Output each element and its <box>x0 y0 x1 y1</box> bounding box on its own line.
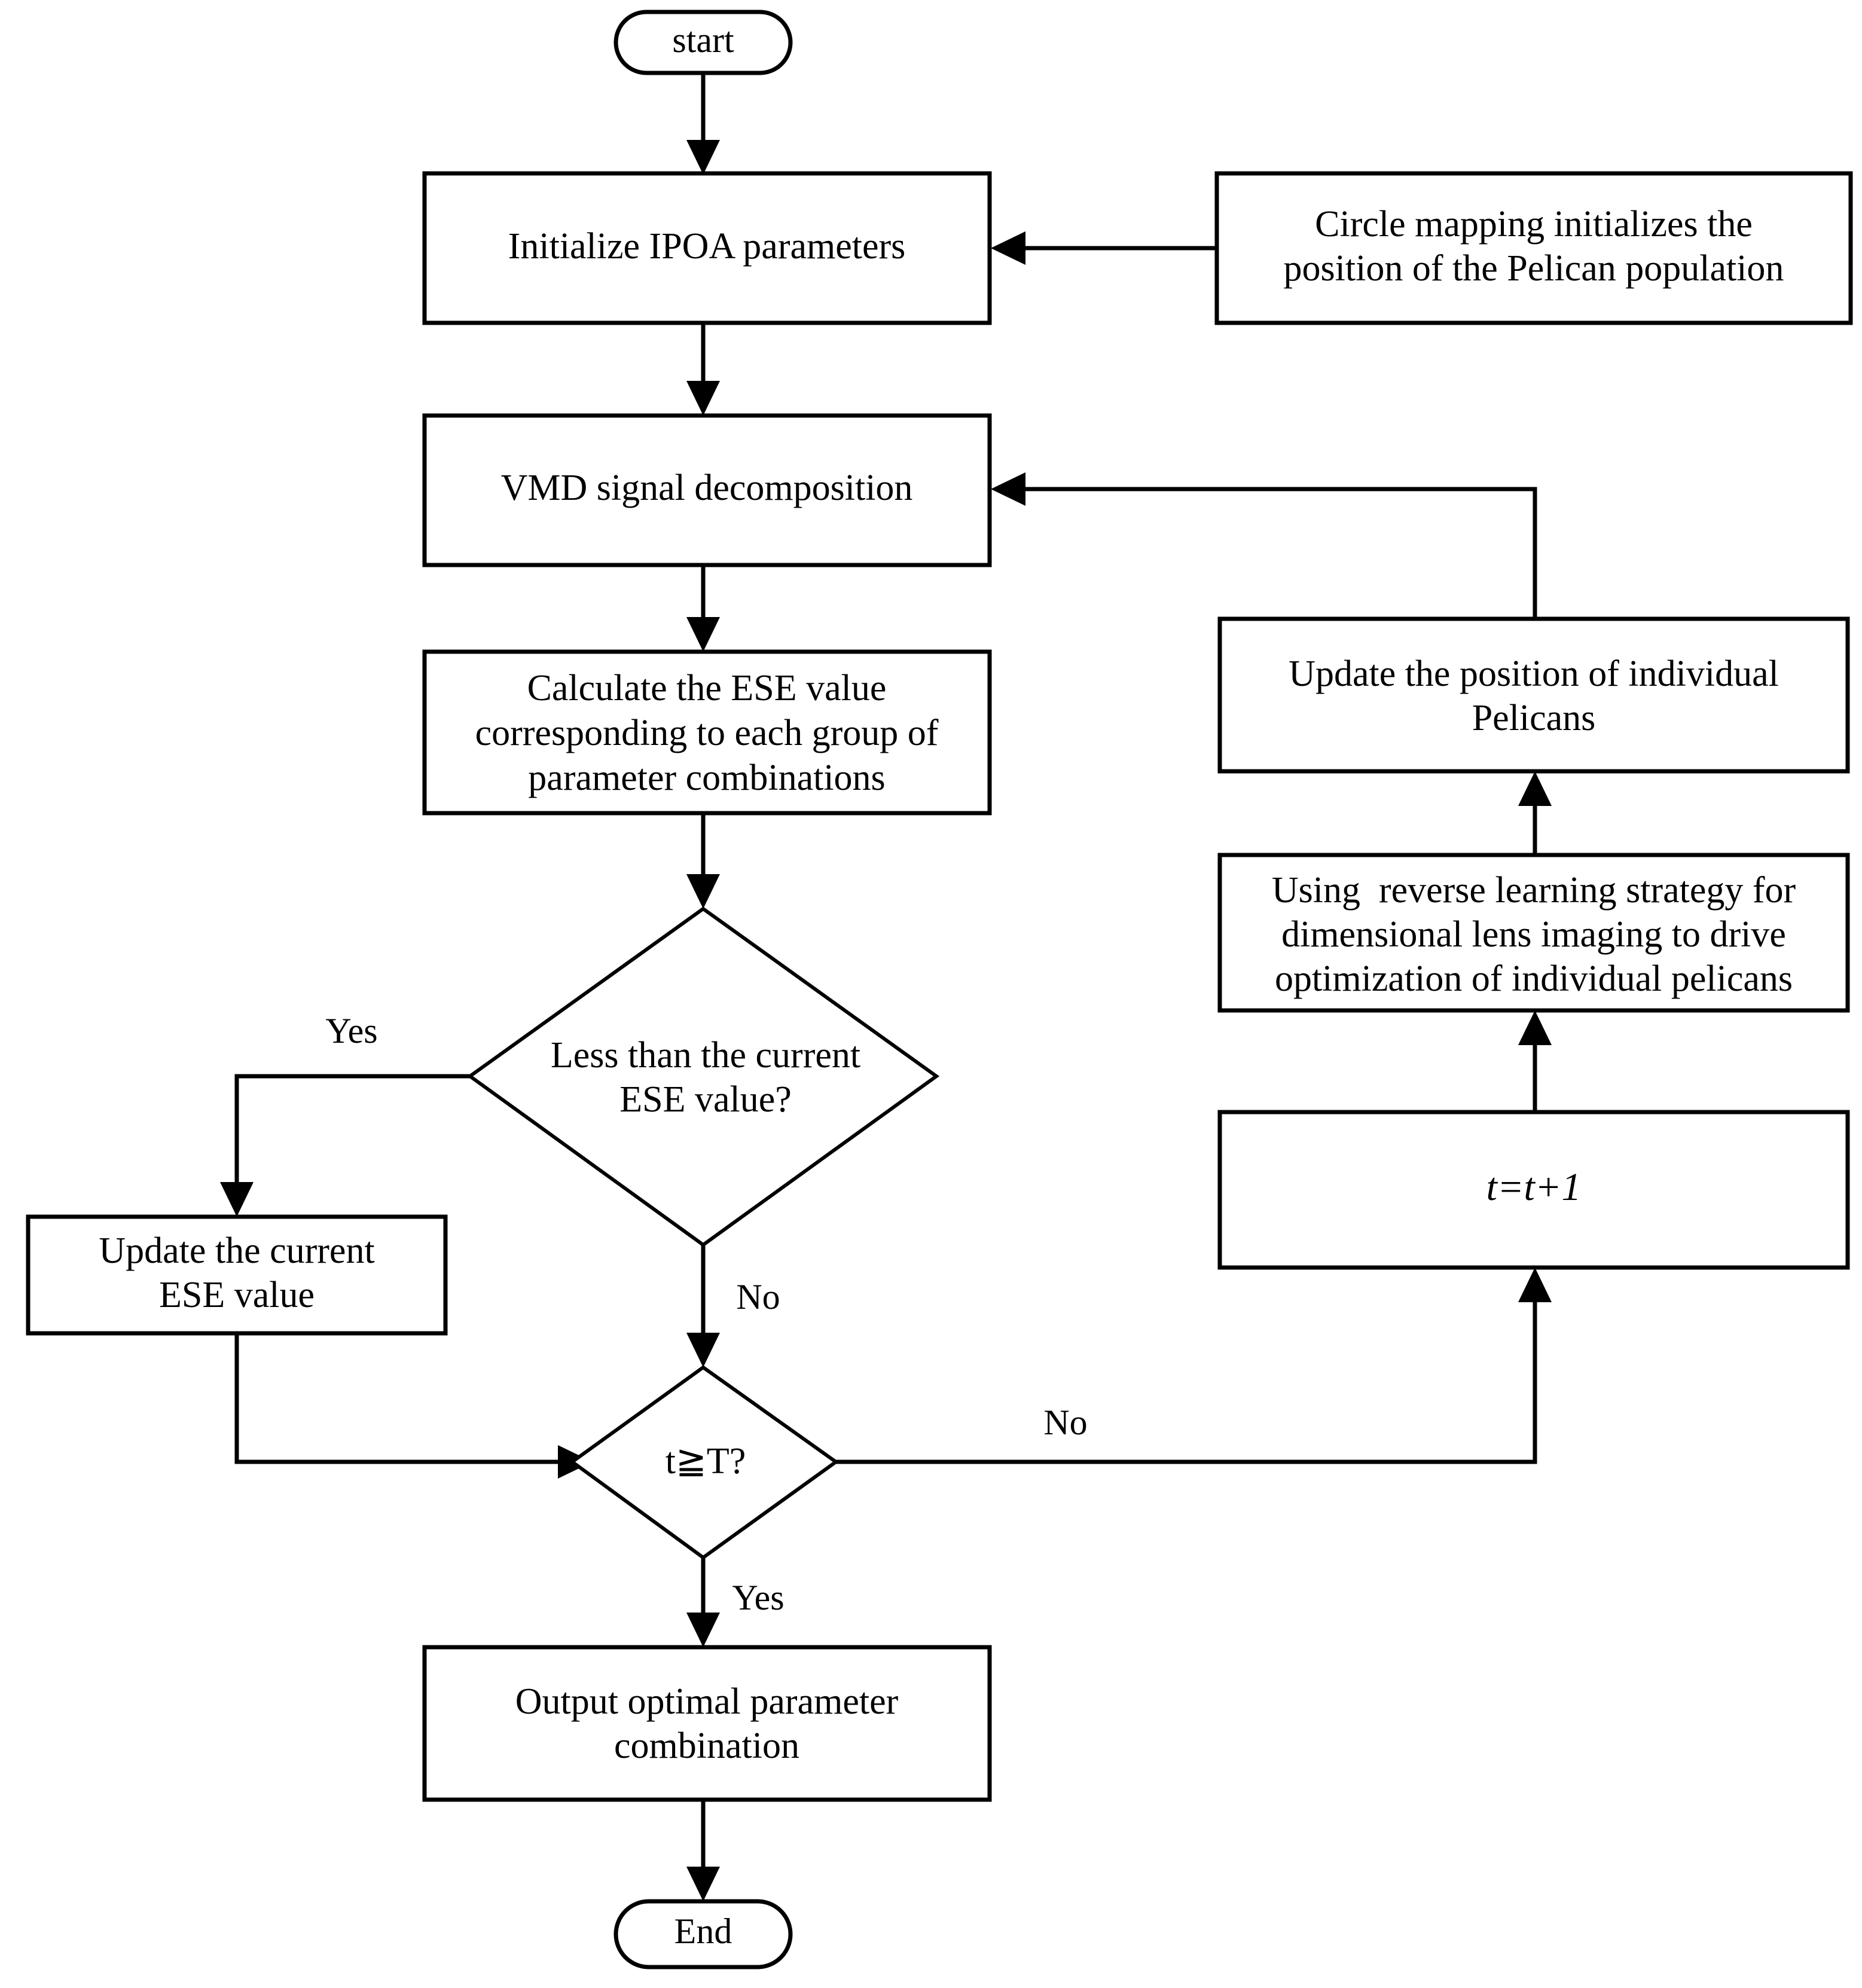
init-ipoa-label: Initialize IPOA parameters <box>508 226 906 267</box>
reverse-learning-shape <box>1217 853 1850 1013</box>
node-update-pelicans[interactable]: Update the position of individual Pelica… <box>1217 616 1850 774</box>
update-ese-line2: ESE value <box>159 1275 315 1315</box>
edge-decisiont-yes-to-output <box>686 1558 720 1647</box>
node-increment-t[interactable]: t=t+1 <box>1217 1110 1850 1270</box>
output-optimal-line1: Output optimal parameter <box>515 1681 899 1722</box>
edge-updatepelicans-to-vmd <box>991 472 1537 619</box>
calculate-ese-line3: parameter combinations <box>528 758 885 798</box>
edge-start-to-init <box>686 73 720 175</box>
update-pelicans-shape <box>1217 616 1850 774</box>
edge-label-t-no: No <box>1043 1403 1087 1442</box>
end-shape <box>613 1899 793 1969</box>
decision-t-shape <box>569 1365 840 1560</box>
node-calculate-ese[interactable]: Calculate the ESE value corresponding to… <box>422 649 992 816</box>
reverse-learning-line2: dimensional lens imaging to drive <box>1281 914 1786 955</box>
node-circle-mapping[interactable]: Circle mapping initializes the position … <box>1214 171 1853 325</box>
node-vmd[interactable]: VMD signal decomposition <box>422 413 992 567</box>
calculate-ese-line1: Calculate the ESE value <box>527 668 887 709</box>
calculate-ese-line2: corresponding to each group of <box>475 713 939 753</box>
vmd-shape <box>422 413 992 567</box>
init-ipoa-shape <box>422 171 992 325</box>
edge-calcese-to-decisionese <box>686 813 720 909</box>
circle-mapping-shape <box>1214 171 1853 325</box>
reverse-learning-line3: optimization of individual pelicans <box>1275 958 1793 999</box>
circle-mapping-line2: position of the Pelican population <box>1284 248 1784 289</box>
end-label: End <box>674 1911 732 1951</box>
decision-ese-line1: Less than the current <box>551 1035 860 1076</box>
decision-ese-shape <box>466 906 940 1247</box>
output-optimal-line2: combination <box>614 1726 799 1766</box>
edge-reverselearning-to-updatepelicans <box>1518 771 1552 855</box>
circle-mapping-line1: Circle mapping initializes the <box>1315 204 1753 245</box>
node-end[interactable]: End <box>613 1899 793 1969</box>
vmd-label: VMD signal decomposition <box>501 468 913 508</box>
edge-decisiont-no-to-increment <box>836 1268 1552 1464</box>
edge-init-to-vmd <box>686 323 720 416</box>
node-update-ese[interactable]: Update the current ESE value <box>26 1214 448 1336</box>
update-ese-shape <box>26 1214 448 1336</box>
decision-ese-line2: ESE value? <box>619 1079 792 1120</box>
edge-decisionese-yes-to-updateese <box>220 1074 470 1217</box>
update-ese-line1: Update the current <box>99 1230 374 1271</box>
increment-t-label: t=t+1 <box>1486 1165 1582 1209</box>
node-decision-ese[interactable]: Less than the current ESE value? <box>466 906 940 1247</box>
node-start[interactable]: start <box>613 10 793 75</box>
start-shape <box>613 10 793 75</box>
calculate-ese-shape <box>422 649 992 816</box>
edge-updateese-to-decisiont <box>234 1333 593 1479</box>
edge-output-to-end <box>686 1800 720 1901</box>
edge-label-t-yes: Yes <box>732 1578 784 1617</box>
node-output-optimal[interactable]: Output optimal parameter combination <box>422 1645 992 1802</box>
edge-increment-to-reverselearning <box>1518 1010 1552 1112</box>
node-init-ipoa[interactable]: Initialize IPOA parameters <box>422 171 992 325</box>
edge-label-ese-no: No <box>736 1277 780 1317</box>
edge-vmd-to-calcese <box>686 565 720 652</box>
output-optimal-shape <box>422 1645 992 1802</box>
node-decision-t[interactable]: t≧T? <box>569 1365 840 1560</box>
update-pelicans-line1: Update the position of individual <box>1289 653 1779 694</box>
node-reverse-learning[interactable]: Using reverse learning strategy for dime… <box>1217 853 1850 1013</box>
decision-t-label: t≧T? <box>666 1441 746 1482</box>
increment-t-shape <box>1217 1110 1850 1270</box>
reverse-learning-line1: Using reverse learning strategy for <box>1272 870 1796 911</box>
update-pelicans-line2: Pelicans <box>1472 698 1596 738</box>
edge-decisionese-no-to-decisiont <box>686 1245 720 1367</box>
start-label: start <box>672 20 734 60</box>
edge-label-ese-yes: Yes <box>325 1011 377 1051</box>
edge-circlemapping-to-init <box>991 231 1217 265</box>
